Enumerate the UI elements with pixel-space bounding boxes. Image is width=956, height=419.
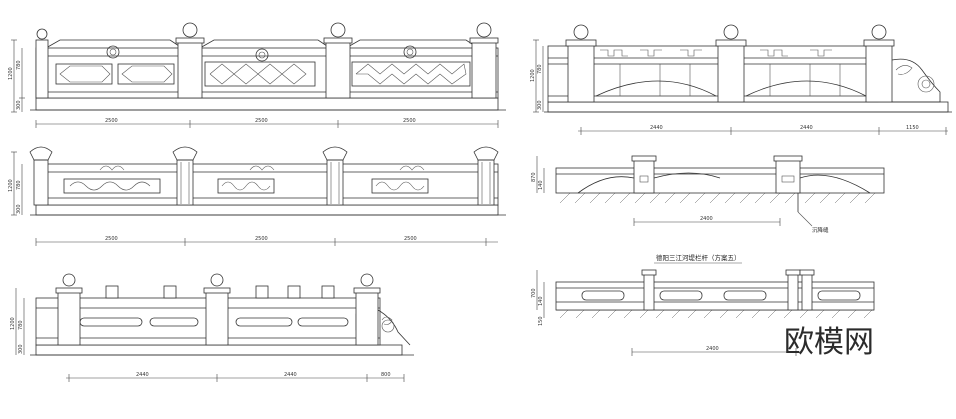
elev2-dim-c: 1150 [906, 125, 919, 131]
elev6-dim-height: 700 [531, 288, 537, 298]
elev3-dim-base: 300 [16, 204, 22, 214]
railing-elevation-4: 沉降缝 870 140 2400 [531, 155, 885, 234]
elev5-dim-b: 2440 [284, 372, 297, 378]
elev3-dim-c: 2500 [404, 236, 417, 242]
elev5-dim-a: 2440 [136, 372, 149, 378]
elev1-dim-base: 300 [16, 100, 22, 110]
elev5-dim-panel: 780 [18, 320, 24, 330]
elev3-dim-b: 2500 [255, 236, 268, 242]
elev1-dim-a: 2500 [105, 118, 118, 124]
railing-elevation-3: 1200 780 300 2500 2500 2500 [8, 146, 506, 246]
elev6-dim-a: 2400 [706, 346, 719, 352]
elev4-note-joint: 沉降缝 [812, 226, 829, 234]
elev5-dim-c: 800 [381, 372, 391, 378]
elev1-dim-b: 2500 [255, 118, 268, 124]
railing-elevation-1: 1200 780 300 2500 2500 2500 [8, 22, 506, 128]
elev1-dim-c: 2500 [403, 118, 416, 124]
watermark-logo: 欧模网 [784, 325, 874, 360]
elev3-dim-height: 1200 [8, 179, 14, 192]
elev4-dim-a: 2400 [700, 216, 713, 222]
elev2-dim-base: 300 [537, 100, 543, 110]
elev2-dim-height: 1200 [530, 69, 536, 82]
railing-elevation-2: 1200 780 300 2440 2440 1150 [530, 24, 952, 135]
elev1-dim-panel: 780 [16, 60, 22, 70]
railing-elevation-5: 1200 780 300 2440 2440 800 [10, 273, 414, 382]
elev6-dim-base: 140 [538, 296, 544, 306]
elev2-dim-a: 2440 [650, 125, 663, 131]
elev6-title: 德阳三江河堤栏杆（方案五） [656, 253, 741, 262]
elev6-dim-found: 150 [538, 316, 544, 326]
elev3-dim-a: 2500 [105, 236, 118, 242]
elev4-dim-height: 870 [531, 172, 537, 182]
elev1-dim-height: 1200 [8, 67, 14, 80]
elev5-dim-base: 300 [18, 344, 24, 354]
railing-elevation-6: 德阳三江河堤栏杆（方案五） [531, 253, 875, 356]
elev2-dim-panel: 780 [537, 64, 543, 74]
elev5-dim-height: 1200 [10, 317, 16, 330]
elev4-dim-base: 140 [538, 180, 544, 190]
elev2-dim-b: 2440 [800, 125, 813, 131]
elev3-dim-panel: 780 [16, 180, 22, 190]
